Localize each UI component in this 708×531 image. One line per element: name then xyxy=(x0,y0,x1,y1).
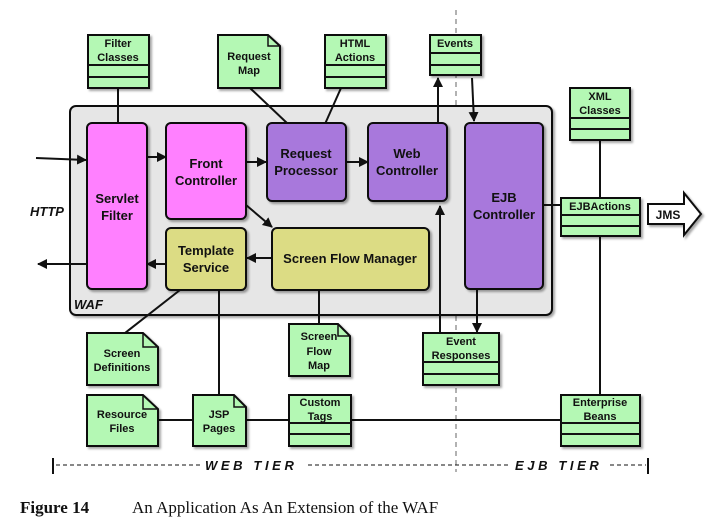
ejb-actions-line1: EJBActions xyxy=(569,201,631,213)
arrow-front-sfm xyxy=(245,204,273,228)
xml-classes-line1: XML xyxy=(588,91,612,103)
html-actions-line1: HTML xyxy=(340,38,371,50)
jms-arrow: JMS xyxy=(647,190,703,238)
event-responses-line2: Responses xyxy=(432,350,491,362)
enterprise-beans-line1: Enterprise xyxy=(573,397,627,409)
jsp-pages-artifact: JSP Pages xyxy=(192,394,247,447)
event-responses-line1: Event xyxy=(446,336,476,348)
ejb-actions-artifact: EJBActions xyxy=(560,197,641,237)
request-map-artifact: Request Map xyxy=(217,34,281,89)
arrow-events-ejb xyxy=(468,77,479,122)
screen-flow-map-line1: Screen xyxy=(301,331,338,343)
xml-classes-artifact: XML Classes xyxy=(569,87,631,141)
custom-tags-artifact: Custom Tags xyxy=(288,394,352,447)
web-controller-line2: Controller xyxy=(376,163,438,178)
request-map-line2: Map xyxy=(238,65,260,77)
request-processor-line1: Request xyxy=(280,146,332,161)
web-controller-line1: Web xyxy=(393,146,420,161)
screen-definitions-line2: Definitions xyxy=(94,362,151,374)
ejb-controller-component: EJB Controller xyxy=(464,122,544,290)
event-responses-artifact: Event Responses xyxy=(422,332,500,386)
screen-flow-manager-component: Screen Flow Manager xyxy=(271,227,430,291)
filter-classes-line1: Filter xyxy=(105,38,133,50)
resource-files-line1: Resource xyxy=(97,409,147,421)
ejb-tier-label: E J B T I E R xyxy=(515,458,599,473)
servlet-filter-line2: Filter xyxy=(101,208,133,223)
template-service-line1: Template xyxy=(178,243,234,258)
events-line1: Events xyxy=(437,38,473,50)
screen-flow-map-line2: Flow xyxy=(306,346,331,358)
custom-tags-line1: Custom xyxy=(300,397,341,409)
filter-classes-artifact: Filter Classes xyxy=(87,34,150,89)
ejb-controller-line2: Controller xyxy=(473,207,535,222)
screen-definitions-line1: Screen xyxy=(104,348,141,360)
waf-label: WAF xyxy=(74,297,104,312)
arrows xyxy=(35,77,482,333)
front-controller-component: Front Controller xyxy=(165,122,247,220)
ejb-controller-line1: EJB xyxy=(491,190,516,205)
connector-templateservice-screendefs xyxy=(124,289,181,334)
resource-files-artifact: Resource Files xyxy=(86,394,159,447)
folded-corner-icon xyxy=(142,395,158,410)
folded-corner-icon xyxy=(267,35,280,47)
folded-corner-icon xyxy=(142,333,158,348)
web-tier-label: W E B T I E R xyxy=(205,458,294,473)
enterprise-beans-artifact: Enterprise Beans xyxy=(560,394,641,447)
figure-number: Figure 14 xyxy=(20,498,90,517)
folded-corner-icon xyxy=(337,324,350,337)
folded-corner-icon xyxy=(233,395,246,408)
connector-requestmap-requestprocessor xyxy=(249,87,289,125)
screen-flow-map-artifact: Screen Flow Map xyxy=(288,323,351,377)
request-map-line1: Request xyxy=(227,51,271,63)
html-actions-line2: Actions xyxy=(335,52,375,64)
screen-definitions-artifact: Screen Definitions xyxy=(86,332,159,386)
template-service-component: Template Service xyxy=(165,227,247,291)
servlet-filter-line1: Servlet xyxy=(95,191,139,206)
jsp-pages-line1: JSP xyxy=(209,409,230,421)
custom-tags-line2: Tags xyxy=(308,411,333,423)
web-controller-component: Web Controller xyxy=(367,122,448,202)
filter-classes-line2: Classes xyxy=(97,52,139,64)
screen-flow-map-line3: Map xyxy=(308,360,330,372)
request-processor-component: Request Processor xyxy=(266,122,347,202)
figure-caption: Figure 14 An Application As An Extension … xyxy=(20,498,438,518)
tier-scale xyxy=(52,458,649,474)
http-label: HTTP xyxy=(30,204,64,219)
request-processor-line2: Processor xyxy=(274,163,338,178)
html-actions-artifact: HTML Actions xyxy=(324,34,387,89)
jms-label: JMS xyxy=(656,208,681,222)
arrow-http-in xyxy=(35,154,87,165)
front-controller-line2: Controller xyxy=(175,173,237,188)
resource-files-line2: Files xyxy=(109,423,134,435)
enterprise-beans-line2: Beans xyxy=(583,411,616,423)
events-artifact: Events xyxy=(429,34,482,76)
front-controller-line1: Front xyxy=(189,156,223,171)
jsp-pages-line2: Pages xyxy=(203,423,235,435)
template-service-line2: Service xyxy=(183,260,229,275)
xml-classes-line2: Classes xyxy=(579,105,621,117)
servlet-filter-component: Servlet Filter xyxy=(86,122,148,290)
screen-flow-manager-label: Screen Flow Manager xyxy=(283,251,417,266)
connector-htmlactions-requestprocessor xyxy=(324,87,342,125)
figure-title: An Application As An Extension of the WA… xyxy=(132,498,439,517)
